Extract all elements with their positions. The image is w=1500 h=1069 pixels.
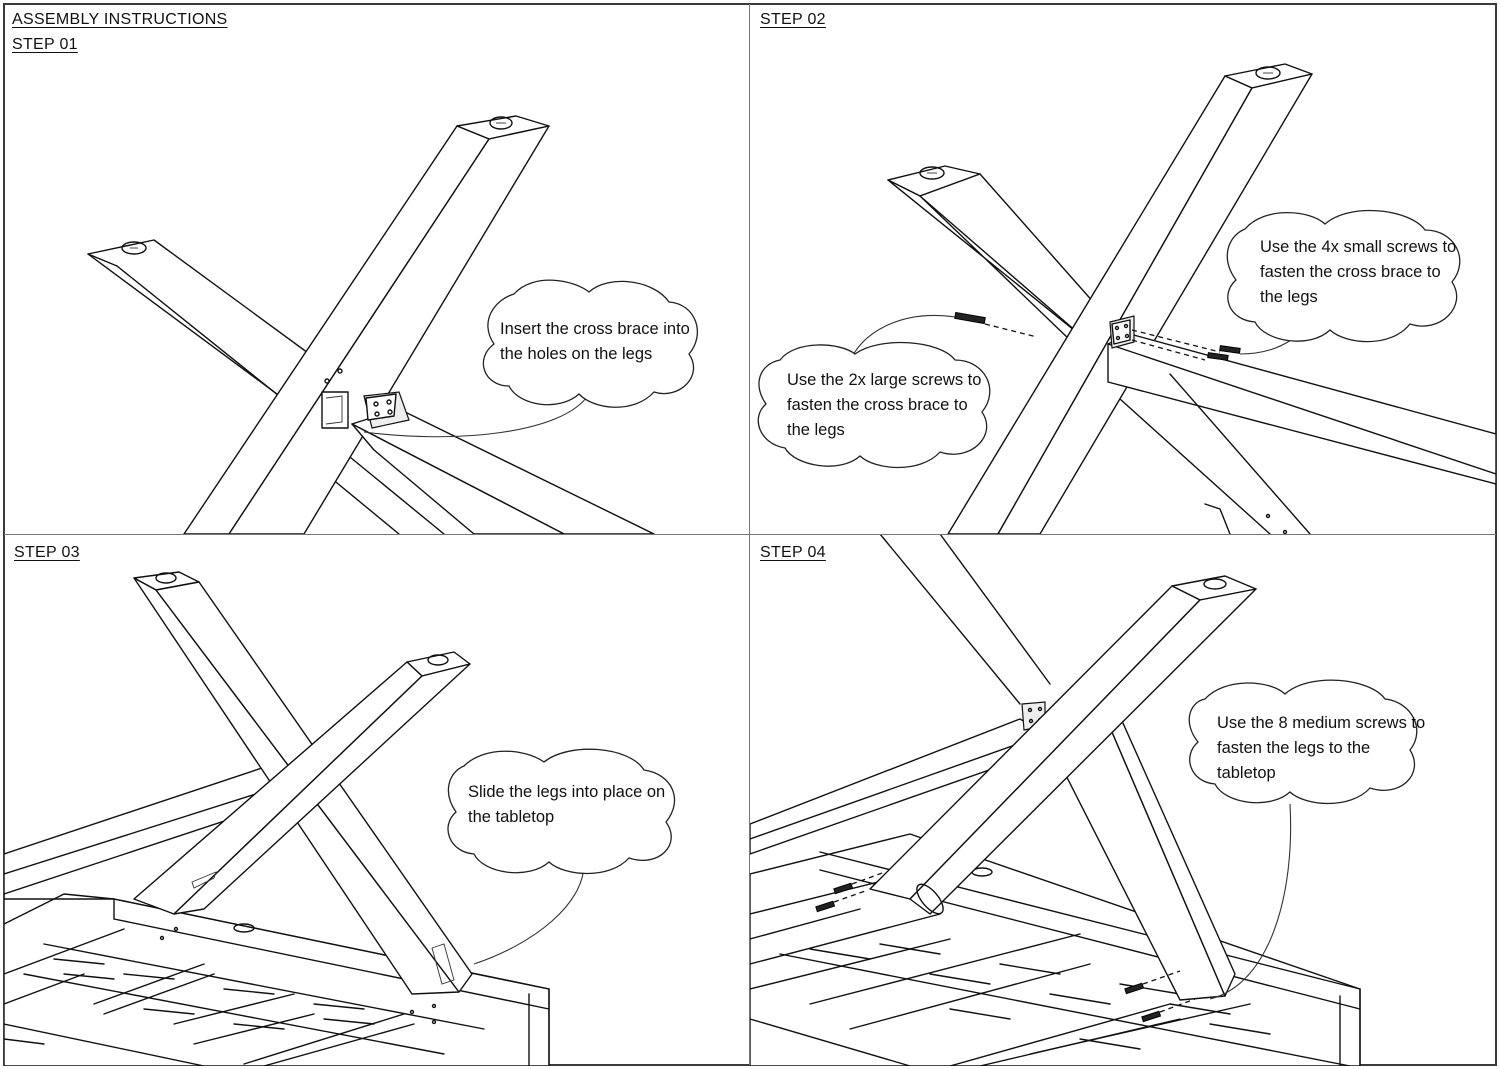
step-02-cloud-small bbox=[1227, 211, 1459, 342]
step-01-callout: Insert the cross brace into the holes on… bbox=[500, 317, 710, 367]
tabletop bbox=[4, 894, 549, 1066]
step-04-heading: STEP 04 bbox=[760, 544, 826, 561]
step-02-heading: STEP 02 bbox=[760, 11, 826, 28]
medium-screws bbox=[816, 872, 1195, 1022]
callout-line: fasten the cross brace to bbox=[1260, 263, 1441, 281]
step-03-cloud bbox=[448, 749, 675, 873]
step-04-panel: STEP 04 Use the 8 medium screws to faste… bbox=[750, 534, 1496, 1066]
step-04-cloud bbox=[1189, 680, 1417, 803]
step-02-callout-small: Use the 4x small screws to fasten the cr… bbox=[1260, 235, 1490, 310]
step-02-drawing bbox=[750, 4, 1496, 534]
step-01-heading: STEP 01 bbox=[12, 36, 78, 53]
leg-front bbox=[870, 576, 1256, 918]
callout-line: fasten the legs to the bbox=[1217, 739, 1371, 757]
step-01-drawing bbox=[4, 4, 750, 534]
document-title: ASSEMBLY INSTRUCTIONS bbox=[12, 11, 228, 28]
step-02-cloud-large bbox=[758, 343, 990, 468]
step-03-drawing bbox=[4, 534, 750, 1066]
leg-front bbox=[134, 652, 470, 914]
large-screw bbox=[955, 312, 1037, 337]
cross-brace bbox=[352, 392, 654, 534]
step-03-heading: STEP 03 bbox=[14, 544, 80, 561]
step-04-callout: Use the 8 medium screws to fasten the le… bbox=[1217, 711, 1447, 786]
step-03-callout: Slide the legs into place on the tableto… bbox=[468, 780, 688, 830]
leg-back bbox=[888, 166, 1095, 364]
step-01-panel: ASSEMBLY INSTRUCTIONS STEP 01 Insert the… bbox=[4, 4, 750, 534]
callout-line: Slide the legs into place on bbox=[468, 783, 666, 801]
step-02-callout-large: Use the 2x large screws to fasten the cr… bbox=[787, 368, 1017, 443]
step-01-leader bbox=[364, 394, 589, 437]
horizontal-divider bbox=[4, 534, 1496, 535]
small-screws bbox=[1132, 330, 1240, 360]
step-03-leader bbox=[474, 864, 584, 964]
callout-line: the legs bbox=[1260, 288, 1318, 306]
step-04-drawing bbox=[750, 534, 1496, 1066]
step-01-cloud bbox=[483, 280, 697, 407]
step-02-panel: STEP 02 Use the 4x small screws to faste… bbox=[750, 4, 1496, 534]
tabletop bbox=[750, 834, 1360, 1066]
callout-line: tabletop bbox=[1217, 764, 1276, 782]
callout-line: Use the 2x large screws to bbox=[787, 371, 982, 389]
callout-line: the tabletop bbox=[468, 808, 555, 826]
cross-brace bbox=[1108, 316, 1496, 534]
step-03-panel: STEP 03 Slide the legs into place on the… bbox=[4, 534, 750, 1066]
step-04-leader bbox=[1210, 804, 1291, 999]
leg-front bbox=[184, 116, 549, 534]
callout-line: fasten the cross brace to bbox=[787, 396, 968, 414]
callout-line: Insert the cross brace into bbox=[500, 320, 690, 338]
callout-line: the legs bbox=[787, 421, 845, 439]
leg-back bbox=[88, 240, 444, 534]
callout-line: Use the 4x small screws to bbox=[1260, 238, 1457, 256]
leg-front bbox=[948, 64, 1312, 534]
callout-line: the holes on the legs bbox=[500, 345, 653, 363]
callout-line: Use the 8 medium screws to bbox=[1217, 714, 1426, 732]
